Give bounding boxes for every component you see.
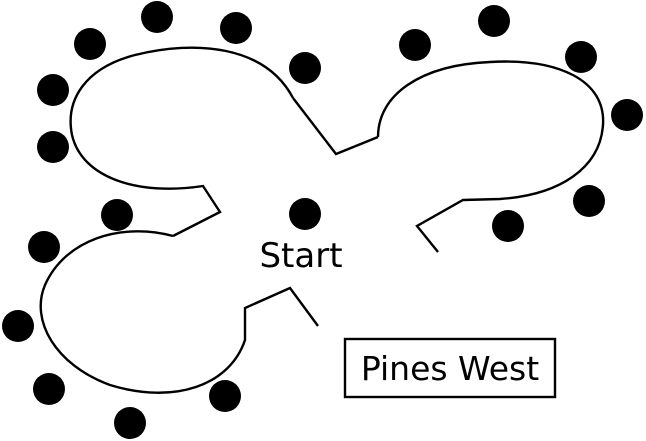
tree-icon bbox=[101, 199, 133, 231]
northeast-loop-path bbox=[376, 60, 605, 253]
pines-west-sign: Pines West bbox=[343, 337, 557, 399]
tree-icon bbox=[28, 231, 60, 263]
tree-icon bbox=[209, 380, 241, 412]
tree-icon bbox=[289, 52, 321, 84]
northwest-loop-path bbox=[69, 46, 295, 238]
sign-box bbox=[343, 337, 557, 399]
tree-icon bbox=[478, 5, 510, 37]
sign-label: Pines West bbox=[361, 349, 539, 388]
tree-icon bbox=[573, 185, 605, 217]
tree-icon bbox=[399, 29, 431, 61]
tree-icon bbox=[114, 407, 146, 439]
tree-icon bbox=[289, 198, 321, 230]
start-label: Start bbox=[259, 236, 342, 276]
tree-icon bbox=[220, 12, 252, 44]
tree-icon bbox=[565, 41, 597, 73]
tree-icon bbox=[492, 210, 524, 242]
tree-icon bbox=[2, 310, 34, 342]
tree-icon bbox=[141, 1, 173, 33]
southwest-loop-path bbox=[39, 230, 319, 394]
tree-icon bbox=[74, 28, 106, 60]
tree-icon bbox=[37, 74, 69, 106]
tree-icon bbox=[33, 373, 65, 405]
northwest-connector-path bbox=[292, 97, 379, 156]
tree-icon bbox=[611, 99, 643, 131]
tree-icon bbox=[37, 131, 69, 163]
